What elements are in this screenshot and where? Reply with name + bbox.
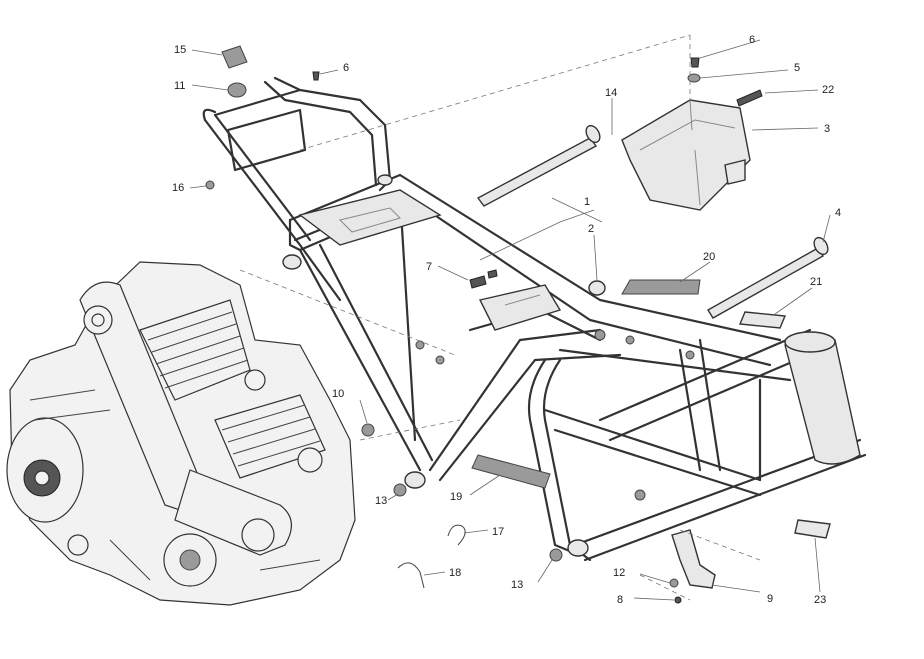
clip-part-7 bbox=[469, 275, 487, 289]
nut-part-12 bbox=[669, 578, 679, 588]
projection-lines bbox=[239, 34, 761, 601]
callout-15: 15 bbox=[174, 44, 186, 56]
pad-part-20 bbox=[621, 279, 701, 295]
screw-part-6b bbox=[690, 57, 700, 68]
nut-part-13a bbox=[393, 483, 407, 497]
pad-part-23 bbox=[794, 519, 831, 539]
nut-part-10 bbox=[361, 423, 375, 437]
strip-part-22 bbox=[736, 89, 763, 107]
callout-9: 9 bbox=[767, 593, 773, 605]
callout-14: 14 bbox=[605, 87, 617, 99]
pad-part-21 bbox=[738, 311, 787, 329]
callout-12: 12 bbox=[613, 567, 625, 579]
callout-20: 20 bbox=[703, 251, 715, 263]
callout-22: 22 bbox=[822, 84, 834, 96]
bushing-part-2 bbox=[588, 280, 606, 296]
nut-part-13b bbox=[549, 548, 563, 562]
clamp-part-17 bbox=[447, 524, 466, 546]
pad-part-19 bbox=[471, 454, 551, 489]
engine-illustration bbox=[6, 261, 356, 606]
cap-part-15 bbox=[221, 45, 248, 69]
callout-11: 11 bbox=[174, 80, 185, 92]
grommet-part-11 bbox=[227, 82, 247, 98]
callout-17: 17 bbox=[492, 526, 504, 538]
bolt-part-14 bbox=[476, 137, 598, 207]
nut-part-16 bbox=[205, 180, 215, 190]
loose-parts bbox=[205, 45, 831, 604]
callout-6-top-right: 6 bbox=[749, 34, 755, 46]
hose-part-18 bbox=[397, 562, 425, 589]
callout-13-left: 13 bbox=[375, 495, 387, 507]
callout-7: 7 bbox=[426, 261, 432, 273]
callout-4: 4 bbox=[835, 207, 841, 219]
callout-2: 2 bbox=[588, 223, 594, 235]
callout-labels: 1 2 3 4 5 6 6 7 8 9 10 11 12 13 13 14 15… bbox=[172, 34, 841, 606]
leader-lines bbox=[189, 39, 831, 601]
callout-10: 10 bbox=[332, 388, 344, 400]
trellis-frame bbox=[202, 76, 867, 562]
bolt-part-4 bbox=[707, 247, 824, 319]
callout-21: 21 bbox=[810, 276, 822, 288]
callout-8: 8 bbox=[617, 594, 623, 606]
callout-16: 16 bbox=[172, 182, 184, 194]
screw-part-8 bbox=[674, 596, 682, 604]
callout-1: 1 bbox=[584, 196, 590, 208]
callout-13-right: 13 bbox=[511, 579, 523, 591]
callout-3: 3 bbox=[824, 123, 830, 135]
callout-6-top-left: 6 bbox=[343, 62, 349, 74]
callout-18: 18 bbox=[449, 567, 461, 579]
callout-5: 5 bbox=[794, 62, 800, 74]
bracket-part-9 bbox=[671, 529, 716, 589]
callout-19: 19 bbox=[450, 491, 462, 503]
screw-part-6a bbox=[312, 71, 320, 81]
battery-box-part-3 bbox=[621, 99, 751, 211]
callout-23: 23 bbox=[814, 594, 826, 606]
